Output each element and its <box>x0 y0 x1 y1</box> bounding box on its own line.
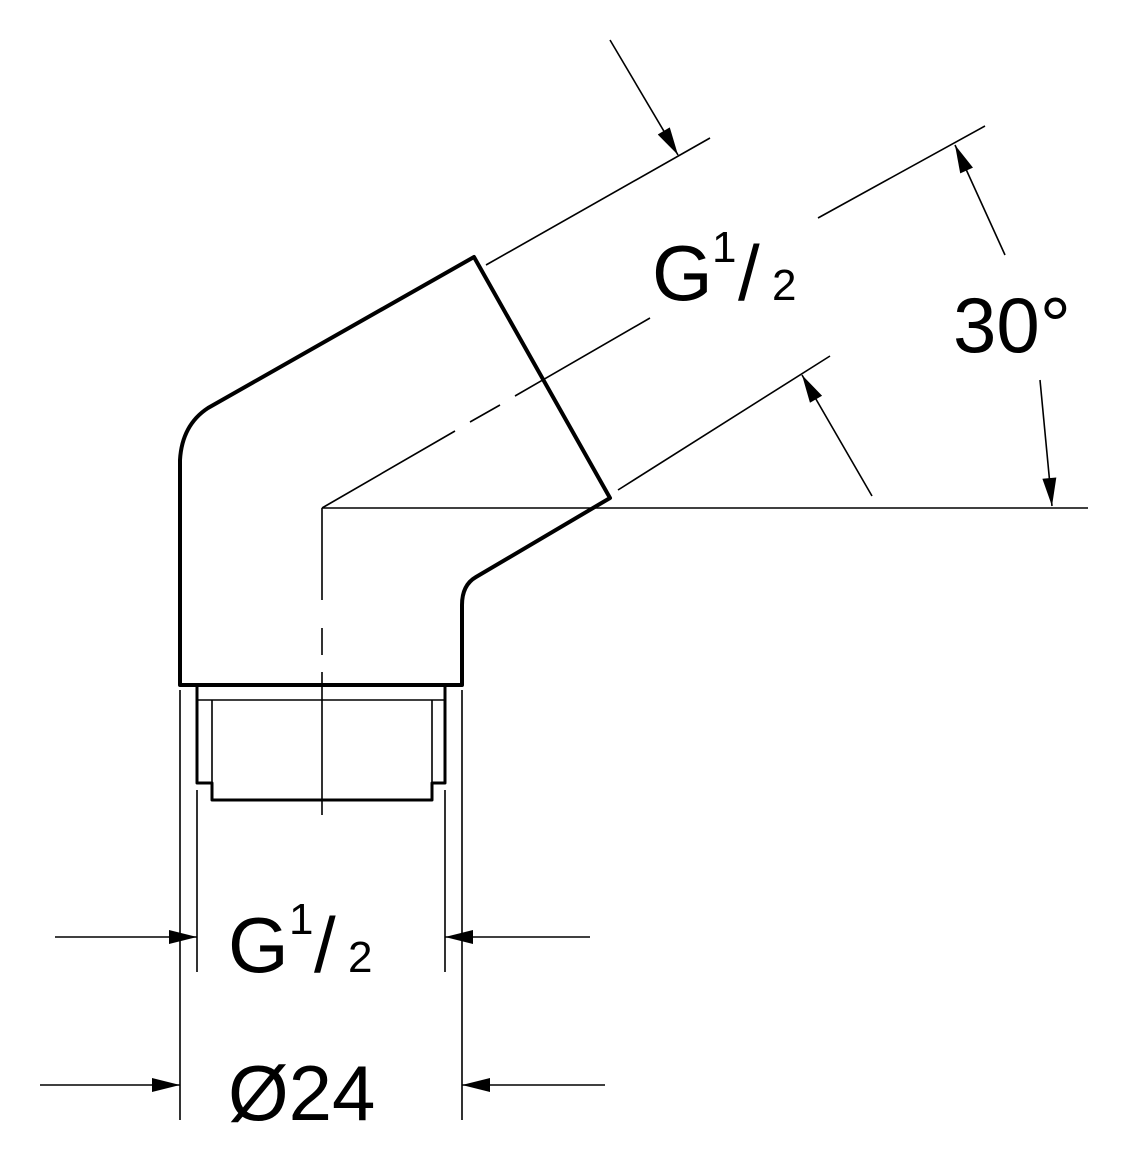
svg-text:/: / <box>314 901 336 989</box>
svg-text:1: 1 <box>289 895 313 944</box>
diameter-label: Ø24 <box>228 1049 375 1137</box>
body-outline <box>178 255 612 687</box>
svg-text:2: 2 <box>772 261 796 310</box>
angle-label: 30° <box>953 281 1071 369</box>
svg-text:G: G <box>652 229 713 317</box>
dimension-arrows <box>40 39 1057 1092</box>
centerlines <box>321 317 1088 815</box>
extension-lines <box>179 125 986 1120</box>
svg-text:2: 2 <box>348 933 372 982</box>
svg-text:G: G <box>228 901 289 989</box>
outlet-thread-label: G 1 / 2 <box>652 223 796 317</box>
inlet-thread-label: G 1 / 2 <box>228 895 372 989</box>
thread-section <box>195 686 447 802</box>
svg-text:/: / <box>738 229 760 317</box>
svg-text:1: 1 <box>712 223 736 272</box>
